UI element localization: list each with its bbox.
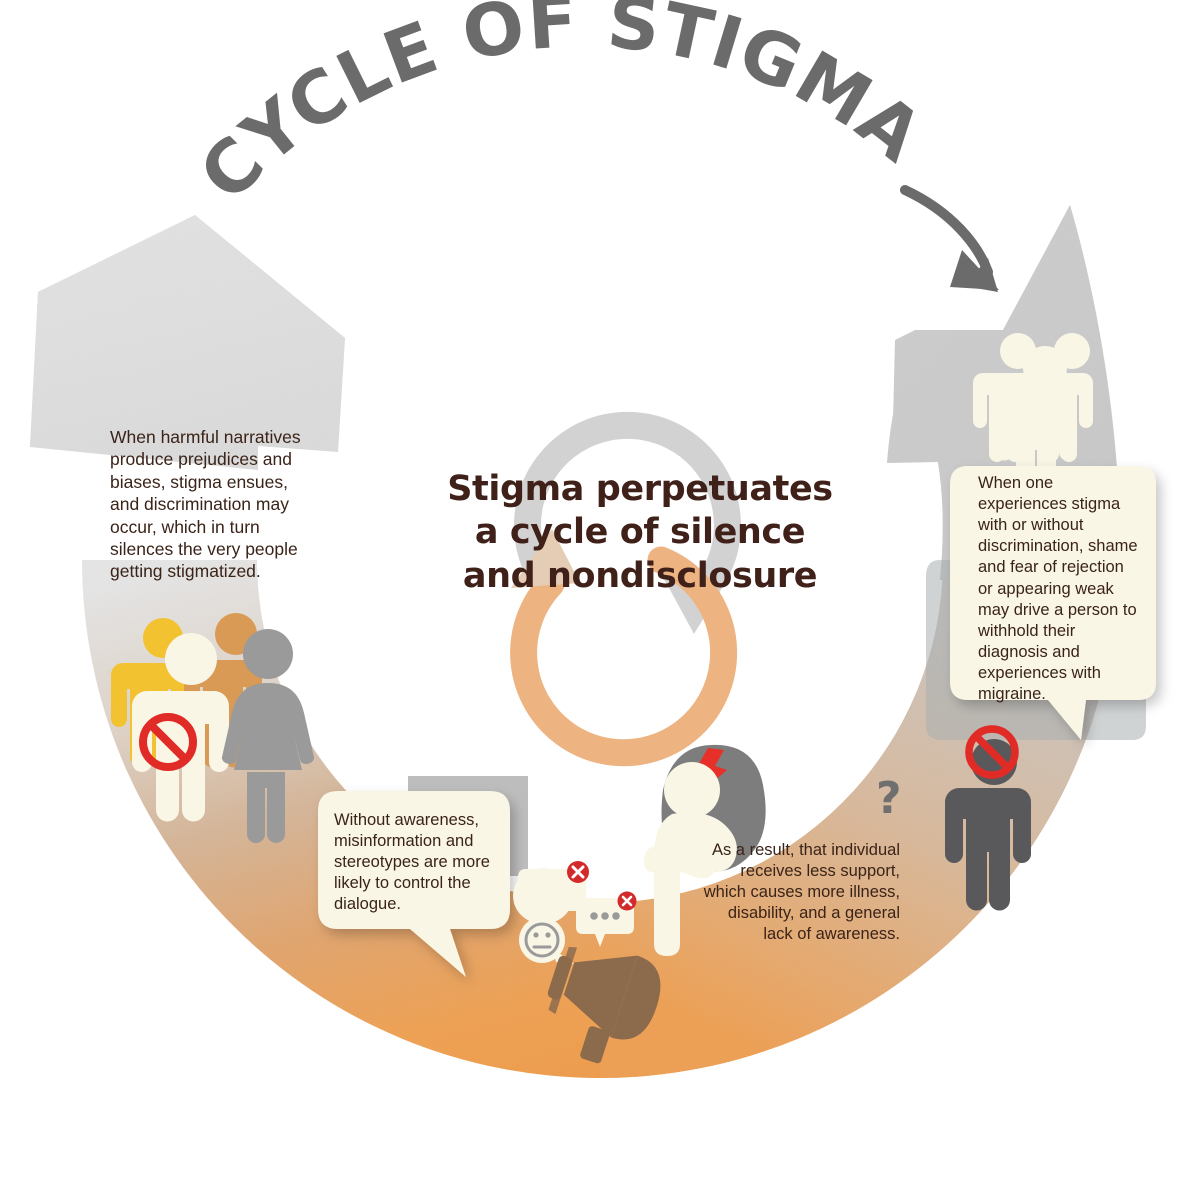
person-figure-seated <box>644 762 737 956</box>
megaphone-icon <box>547 946 661 1064</box>
chat-bubble-blocked-2 <box>576 891 637 947</box>
stage-text-stigma-experienced: When one experiences stigma with or with… <box>978 474 1138 704</box>
center-headline: Stigma perpetuates a cycle of silence an… <box>447 469 833 596</box>
speech-bubble-right <box>950 466 1156 740</box>
question-mark-icon: ? <box>876 773 902 824</box>
title-arrow-icon <box>900 185 999 292</box>
prohibition-icon-right <box>965 725 1019 779</box>
stage-text-harmful-narratives: When harmful narratives produce prejudic… <box>110 427 301 582</box>
error-badge-icon-2 <box>617 891 637 911</box>
person-figure-gray-female <box>221 629 315 843</box>
cycle-arrow-left <box>30 215 345 470</box>
speech-bubble-left <box>318 791 510 977</box>
neutral-face-bubble-icon <box>513 868 574 964</box>
error-badge-icon <box>567 861 589 883</box>
stage-text-misinformation: Without awareness, misinformation and st… <box>334 811 490 914</box>
prohibition-icon <box>139 713 197 771</box>
cycle-arrow-bottom-icon <box>510 529 738 767</box>
stage-text-less-support: As a result, that individual receives le… <box>703 841 900 944</box>
